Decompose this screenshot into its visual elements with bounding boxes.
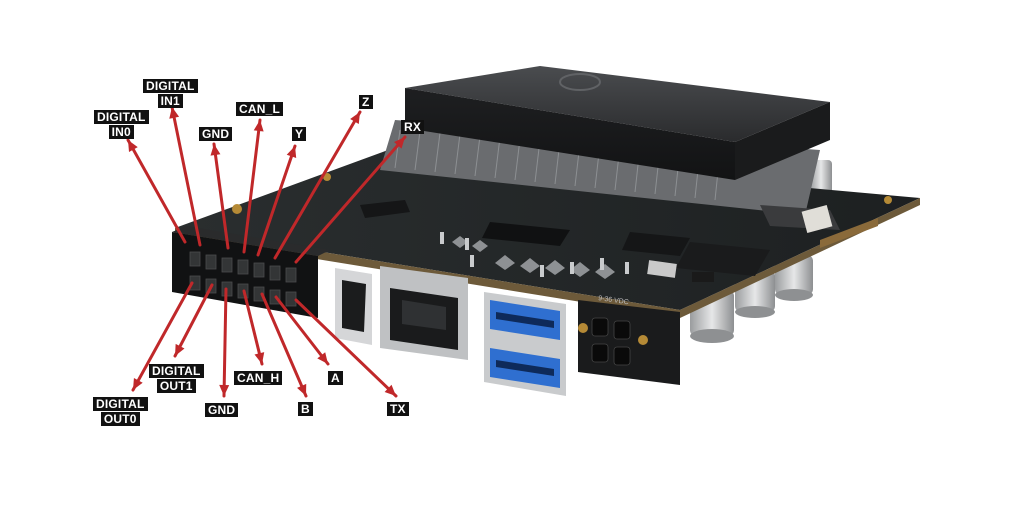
label-line: Y xyxy=(292,127,307,141)
label-line: GND xyxy=(205,403,239,417)
arrow-gnd-top xyxy=(210,142,230,250)
label-line: IN0 xyxy=(108,125,134,139)
label-line: DIGITAL xyxy=(94,110,149,124)
label-line: DIGITAL xyxy=(143,79,198,93)
label-line: TX xyxy=(387,402,409,416)
label-y: Y xyxy=(292,127,307,141)
label-b: B xyxy=(298,402,313,416)
label-a: A xyxy=(328,371,343,385)
heatsink-module xyxy=(405,66,830,180)
label-line: CAN_H xyxy=(234,371,283,385)
label-gnd-bottom: GND xyxy=(205,403,239,417)
label-rx: RX xyxy=(401,120,425,134)
power-connector xyxy=(578,300,680,385)
label-line: IN1 xyxy=(157,94,183,108)
power-silkscreen: 9-36 VDC xyxy=(598,295,629,306)
mounting-hole xyxy=(232,204,242,214)
label-digital-out1: DIGITAL OUT1 xyxy=(149,364,204,393)
label-can-h: CAN_H xyxy=(234,371,283,385)
capacitors xyxy=(690,160,832,343)
arrow-digital-in1 xyxy=(169,105,202,247)
arrow-digital-in0 xyxy=(126,138,187,244)
carrier-board: 9-36 VDC xyxy=(172,66,920,396)
arrow-a xyxy=(274,295,330,366)
logo-icon xyxy=(559,73,601,91)
label-line: DIGITAL xyxy=(149,364,204,378)
label-digital-in1: DIGITAL IN1 xyxy=(143,79,198,108)
arrow-z xyxy=(273,110,362,260)
label-line: OUT0 xyxy=(100,412,140,426)
label-line: Z xyxy=(359,95,373,109)
ethernet-port xyxy=(380,266,468,360)
label-line: OUT1 xyxy=(156,379,196,393)
arrow-gnd-bottom xyxy=(219,287,230,398)
label-line: B xyxy=(298,402,313,416)
label-z: Z xyxy=(359,95,373,109)
hdmi-port xyxy=(335,268,372,345)
label-digital-out0: DIGITAL OUT0 xyxy=(93,397,148,426)
arrow-digital-out1 xyxy=(173,283,214,358)
arrow-y xyxy=(256,144,297,257)
mounting-hole xyxy=(884,196,892,204)
label-digital-in0: DIGITAL IN0 xyxy=(94,110,149,139)
terminal-block xyxy=(172,226,330,318)
label-line: A xyxy=(328,371,343,385)
usb-ports xyxy=(484,292,566,396)
label-line: DIGITAL xyxy=(93,397,148,411)
label-line: CAN_L xyxy=(236,102,284,116)
arrow-b xyxy=(260,292,308,398)
arrow-tx xyxy=(294,298,398,398)
label-can-l: CAN_L xyxy=(236,102,284,116)
label-line: RX xyxy=(401,120,425,134)
label-line: GND xyxy=(199,127,233,141)
pin-arrows xyxy=(126,105,407,398)
arrow-rx xyxy=(294,135,407,264)
arrow-can-h xyxy=(242,289,265,366)
arrow-digital-out0 xyxy=(131,281,194,392)
label-gnd-top: GND xyxy=(199,127,233,141)
arrow-can-l xyxy=(242,118,264,254)
board-components: 9-36 VDC xyxy=(360,200,840,306)
label-tx: TX xyxy=(387,402,409,416)
